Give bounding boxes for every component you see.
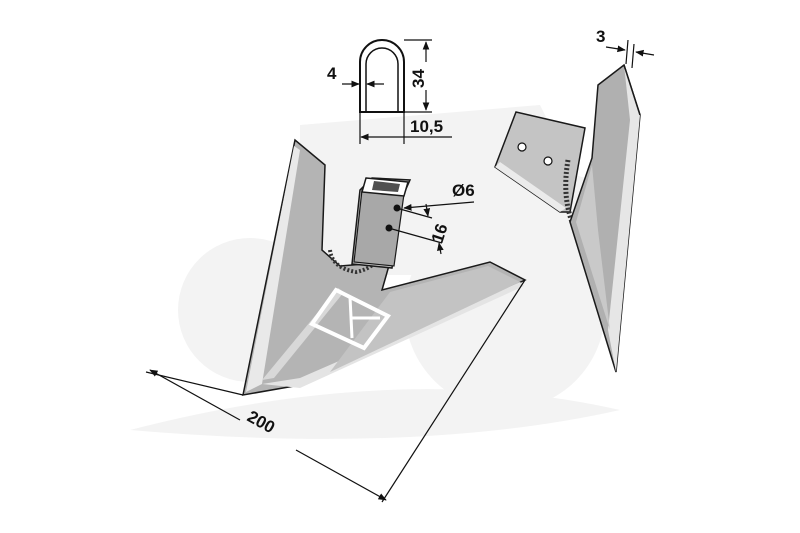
- plate-hole-upper: [517, 142, 527, 152]
- mounting-hole-upper: [393, 204, 401, 212]
- slot-width-label: 4: [327, 64, 337, 83]
- blade-thickness-dimension: 3: [596, 27, 655, 69]
- brand-logo: [308, 287, 392, 351]
- share-side-view: [494, 63, 641, 373]
- share-front-view: [242, 138, 527, 396]
- plate-hole-lower: [543, 156, 553, 166]
- profile-width-dimension: 10,5: [359, 112, 452, 144]
- hole-spacing-label: 16: [428, 221, 452, 245]
- blade-thickness-label: 3: [596, 27, 605, 46]
- profile-width-label: 10,5: [410, 117, 443, 136]
- hole-diameter-dimension: Ø6: [403, 181, 475, 211]
- mounting-hole-lower: [385, 224, 393, 232]
- hole-diameter-label: Ø6: [452, 181, 475, 200]
- hole-spacing-dimension: 16: [391, 203, 452, 255]
- profile-height-dimension: 34: [404, 39, 432, 113]
- u-profile-section: [359, 39, 405, 113]
- slot-width-dimension: 4: [327, 64, 384, 88]
- profile-height-label: 34: [409, 69, 428, 88]
